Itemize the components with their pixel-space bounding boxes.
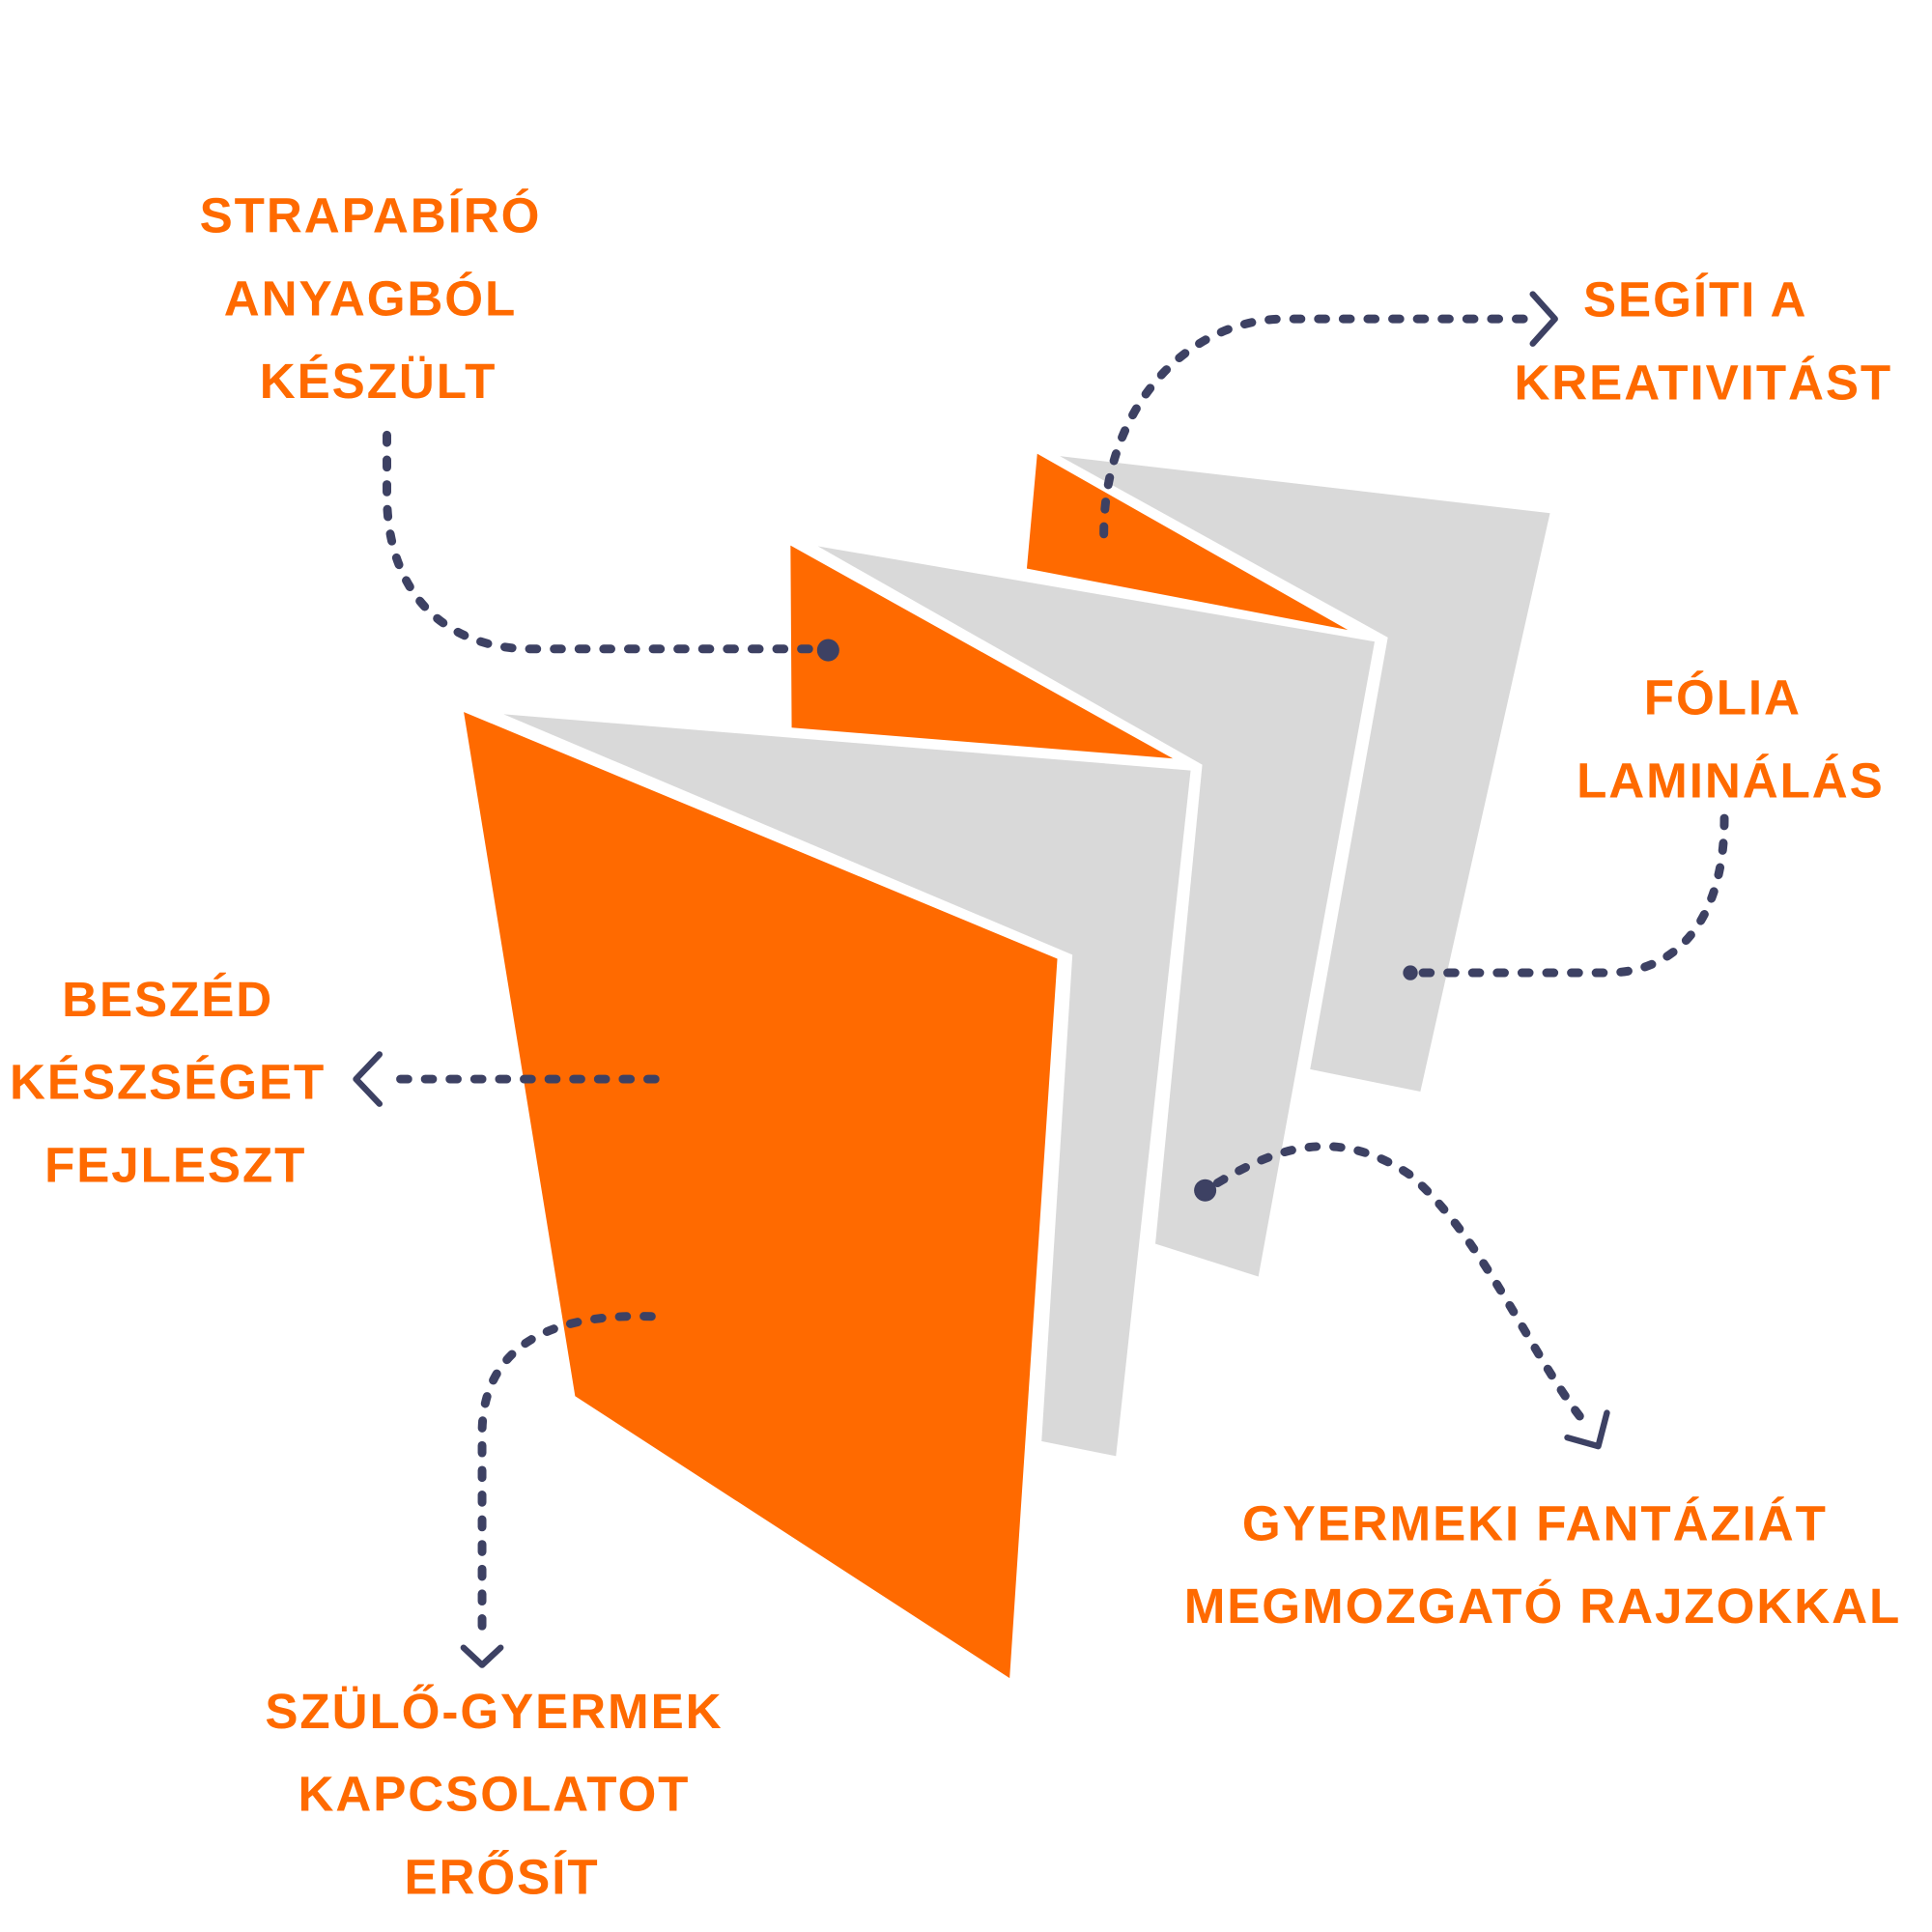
front-panel-gray bbox=[483, 706, 1198, 1464]
dot-lamination bbox=[1403, 965, 1418, 980]
labels: STRAPABÍRÓ ANYAGBÓL KÉSZÜLT SEGÍTI A KRE… bbox=[10, 188, 1901, 1905]
label-lamination: FÓLIA LAMINÁLÁS bbox=[1577, 670, 1885, 809]
connector-durable bbox=[383, 430, 831, 654]
connector-lamination bbox=[1410, 813, 1729, 978]
label-imagination: GYERMEKI FANTÁZIÁT MEGMOZGATÓ RAJZOKKAL bbox=[1184, 1495, 1901, 1634]
back-panel-orange bbox=[1020, 443, 1368, 640]
label-creativity: SEGÍTI A KREATIVITÁST bbox=[1514, 272, 1892, 411]
label-speech: BESZÉD KÉSZSÉGET FEJLESZT bbox=[10, 972, 341, 1192]
middle-panel-orange bbox=[783, 534, 1188, 766]
arrow-left-icon bbox=[353, 1051, 384, 1107]
dot-durable bbox=[816, 639, 839, 662]
dot-imagination bbox=[1194, 1179, 1217, 1202]
front-panel-orange bbox=[455, 701, 1065, 1690]
arrow-right-icon bbox=[1529, 291, 1558, 347]
connector-bond bbox=[477, 1312, 656, 1642]
back-panel-gray bbox=[1042, 447, 1558, 1099]
connector-creativity bbox=[1099, 314, 1531, 539]
folded-booklet bbox=[455, 443, 1558, 1690]
middle-panel-gray bbox=[799, 537, 1382, 1285]
label-durable: STRAPABÍRÓ ANYAGBÓL KÉSZÜLT bbox=[200, 188, 557, 409]
arrow-down-icon bbox=[460, 1644, 504, 1668]
connectors bbox=[353, 291, 1729, 1668]
label-bond: SZÜLŐ-GYERMEK KAPCSOLATOT ERŐSÍT bbox=[265, 1683, 738, 1904]
arrow-down-right-icon bbox=[1564, 1409, 1610, 1450]
connector-imagination bbox=[1212, 1142, 1591, 1429]
